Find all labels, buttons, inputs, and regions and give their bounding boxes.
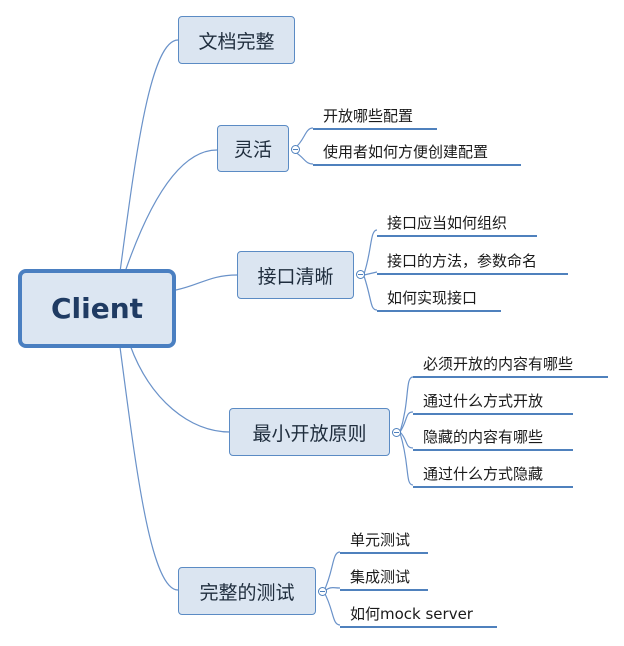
collapse-toggle-icon[interactable] xyxy=(392,428,401,437)
leaf-node[interactable]: 通过什么方式开放 xyxy=(413,390,573,415)
link-flex-2 xyxy=(294,151,314,165)
link-iface-3 xyxy=(363,275,378,311)
collapse-toggle-icon[interactable] xyxy=(356,270,365,279)
leaf-node[interactable]: 接口应当如何组织 xyxy=(377,212,537,237)
link-root-iface xyxy=(175,274,238,291)
link-min-1 xyxy=(399,376,414,433)
collapse-toggle-icon[interactable] xyxy=(318,587,327,596)
branch-docs-complete[interactable]: 文档完整 xyxy=(178,16,295,64)
leaf-node[interactable]: 必须开放的内容有哪些 xyxy=(413,353,608,378)
link-root-tests xyxy=(119,346,179,591)
link-min-4 xyxy=(399,432,414,486)
leaf-node[interactable]: 隐藏的内容有哪些 xyxy=(413,426,573,451)
branch-label: 文档完整 xyxy=(198,30,275,53)
link-iface-1 xyxy=(363,229,378,275)
leaf-node[interactable]: 接口的方法，参数命名 xyxy=(377,250,568,275)
link-root-flex xyxy=(124,149,218,273)
branch-label: 完整的测试 xyxy=(199,581,295,604)
branch-full-testing[interactable]: 完整的测试 xyxy=(178,567,316,615)
collapse-toggle-icon[interactable] xyxy=(291,145,300,154)
link-test-3 xyxy=(323,591,341,626)
leaf-node[interactable]: 开放哪些配置 xyxy=(313,105,437,130)
link-min-2 xyxy=(399,411,414,433)
leaf-node[interactable]: 单元测试 xyxy=(340,529,428,554)
link-root-docs xyxy=(119,39,179,273)
branch-flexible[interactable]: 灵活 xyxy=(217,125,289,172)
link-test-1 xyxy=(323,551,341,592)
leaf-node[interactable]: 如何mock server xyxy=(340,603,497,628)
link-root-minopen xyxy=(129,344,231,433)
branch-label: 灵活 xyxy=(233,139,272,161)
leaf-node[interactable]: 使用者如何方便创建配置 xyxy=(313,141,521,166)
root-node[interactable]: Client xyxy=(18,269,176,348)
leaf-node[interactable]: 集成测试 xyxy=(340,566,428,591)
root-label: Client xyxy=(50,292,144,325)
leaf-node[interactable]: 如何实现接口 xyxy=(377,287,501,312)
link-min-3 xyxy=(399,431,414,449)
leaf-node[interactable]: 通过什么方式隐藏 xyxy=(413,463,573,488)
branch-label: 最小开放原则 xyxy=(252,422,367,445)
branch-label: 接口清晰 xyxy=(257,265,334,288)
branch-minimal-exposure[interactable]: 最小开放原则 xyxy=(229,408,390,456)
link-iface-2 xyxy=(363,271,378,276)
branch-clear-interface[interactable]: 接口清晰 xyxy=(237,251,354,299)
